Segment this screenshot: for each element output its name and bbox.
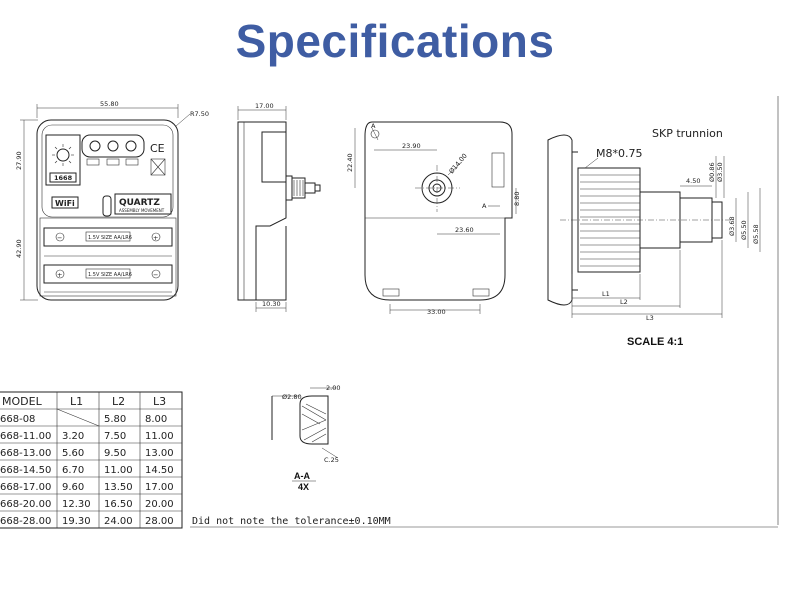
battery-1	[43, 227, 173, 247]
page-heading: Specifications	[235, 15, 555, 67]
table-header-2: L2	[112, 395, 125, 408]
section-name-label: A-A	[294, 471, 310, 481]
table-cell-1-0: 668-11.00	[0, 431, 51, 442]
front-radius-label: R7.50	[190, 110, 209, 118]
table-cell-0-0: 668-08	[0, 414, 35, 425]
quartz-sub-label: ASSEMBLY MOVEMENT	[119, 208, 165, 213]
section-chamfer-label: C.25	[324, 456, 339, 464]
back-hole-dia-label: Ø14.00	[447, 152, 468, 175]
table-cell-6-2: 24.00	[104, 516, 133, 527]
table-header-0: MODEL	[2, 395, 43, 408]
table-cell-3-2: 11.00	[104, 465, 133, 476]
table-cell-5-2: 16.50	[104, 499, 133, 510]
battery-2-plus: +	[57, 271, 62, 279]
table-cell-6-0: 668-28.00	[0, 516, 51, 527]
trunnion-detail: SKP trunnion M8*0.75 4.50 Ø0.86 Ø3.50 Ø3…	[547, 127, 761, 348]
back-offset-y-label: 22.40	[346, 153, 354, 172]
trunnion-dia-b-label: Ø5.50	[740, 220, 748, 240]
sun-icon	[56, 148, 70, 162]
section-scale-label: 4X	[298, 482, 309, 492]
tolerance-note: Did not note the tolerance±0.10MM	[192, 516, 391, 527]
trunnion-thread-label: M8*0.75	[596, 147, 642, 160]
peg-2	[107, 140, 119, 152]
back-offset-x2-label: 23.60	[455, 226, 474, 234]
table-cell-4-0: 668-17.00	[0, 482, 51, 493]
quartz-label: QUARTZ	[119, 198, 160, 208]
side-view: 17.00 10.30	[237, 102, 321, 312]
table-cell-5-3: 20.00	[145, 499, 174, 510]
model-table: MODEL L1 L2 L3 668-08 5.80 8.00 668-11.00 3.20 7.…	[0, 391, 183, 529]
trunnion-l3-label: L3	[646, 314, 654, 322]
trunnion-d450-label: 4.50	[686, 177, 700, 185]
wifi-label: WiFi	[55, 199, 75, 208]
back-width-label: 33.00	[427, 308, 446, 316]
battery-2-minus: −	[153, 271, 158, 279]
trunnion-dia-mid-label: Ø3.50	[716, 162, 724, 182]
recycle-bin-icon	[150, 158, 166, 176]
table-cell-3-1: 6.70	[62, 465, 84, 476]
model-label: 1668	[54, 174, 73, 182]
battery-1-plus: +	[153, 234, 158, 242]
section-dim-dia-label: Ø2.80	[282, 393, 302, 401]
trunnion-l1-label: L1	[602, 290, 610, 298]
front-view: 55.80 R7.50 27.90 42.90 1668 CE	[15, 100, 209, 301]
table-cell-2-2: 9.50	[104, 448, 126, 459]
section-aa-detail: 2.00 Ø2.80 C.25 A-A 4X	[271, 384, 340, 492]
table-cell-4-1: 9.60	[62, 482, 84, 493]
section-letter-top: A	[371, 122, 376, 130]
section-letter-right: A	[482, 202, 487, 210]
trunnion-l2-label: L2	[620, 298, 628, 306]
table-cell-2-1: 5.60	[62, 448, 84, 459]
back-view: 23.90 22.40 A Ø14.00 23.60 8.80 A 33.00	[346, 121, 521, 316]
table-cell-5-1: 12.30	[62, 499, 91, 510]
table-cell-0-3: 8.00	[145, 414, 167, 425]
table-cell-1-1: 3.20	[62, 431, 84, 442]
table-cell-2-0: 668-13.00	[0, 448, 51, 459]
trunnion-dia-top-label: Ø0.86	[708, 162, 716, 182]
back-offset-x-label: 23.90	[402, 142, 421, 150]
table-cell-6-3: 28.00	[145, 516, 174, 527]
peg-3	[125, 140, 137, 152]
table-cell-4-2: 13.50	[104, 482, 133, 493]
battery-2	[43, 264, 173, 284]
battery-2-label: 1.5V SIZE AA/LR6	[88, 272, 132, 278]
battery-1-label: 1.5V SIZE AA/LR6	[88, 235, 132, 241]
technical-drawing: 55.80 R7.50 27.90 42.90 1668 CE	[0, 96, 779, 529]
front-height-bottom-label: 42.90	[15, 239, 23, 258]
front-height-top-label: 27.90	[15, 151, 23, 170]
table-cell-0-2: 5.80	[104, 414, 126, 425]
table-header-3: L3	[153, 395, 166, 408]
trunnion-dia-c-label: Ø5.58	[752, 224, 760, 244]
peg-1	[89, 140, 101, 152]
trunnion-scale-label: SCALE 4:1	[627, 336, 683, 348]
table-cell-6-1: 19.30	[62, 516, 91, 527]
table-cell-3-3: 14.50	[145, 465, 174, 476]
table-header-1: L1	[70, 395, 83, 408]
table-cell-3-0: 668-14.50	[0, 465, 51, 476]
table-cell-1-3: 11.00	[145, 431, 174, 442]
front-outline	[36, 119, 179, 301]
battery-1-minus: −	[57, 234, 62, 242]
table-cell-5-0: 668-20.00	[0, 499, 51, 510]
trunnion-dia-a-label: Ø3.68	[728, 216, 736, 236]
table-cell-2-3: 13.00	[145, 448, 174, 459]
trunnion-title: SKP trunnion	[652, 127, 723, 140]
back-offset-y2-label: 8.80	[513, 192, 521, 206]
side-depth-label: 17.00	[255, 102, 274, 110]
table-cell-4-3: 17.00	[145, 482, 174, 493]
section-dim-top-label: 2.00	[326, 384, 340, 392]
table-cell-1-2: 7.50	[104, 431, 126, 442]
ce-mark-icon: CE	[150, 142, 165, 155]
side-base-label: 10.30	[262, 300, 281, 308]
front-width-label: 55.80	[100, 100, 119, 108]
